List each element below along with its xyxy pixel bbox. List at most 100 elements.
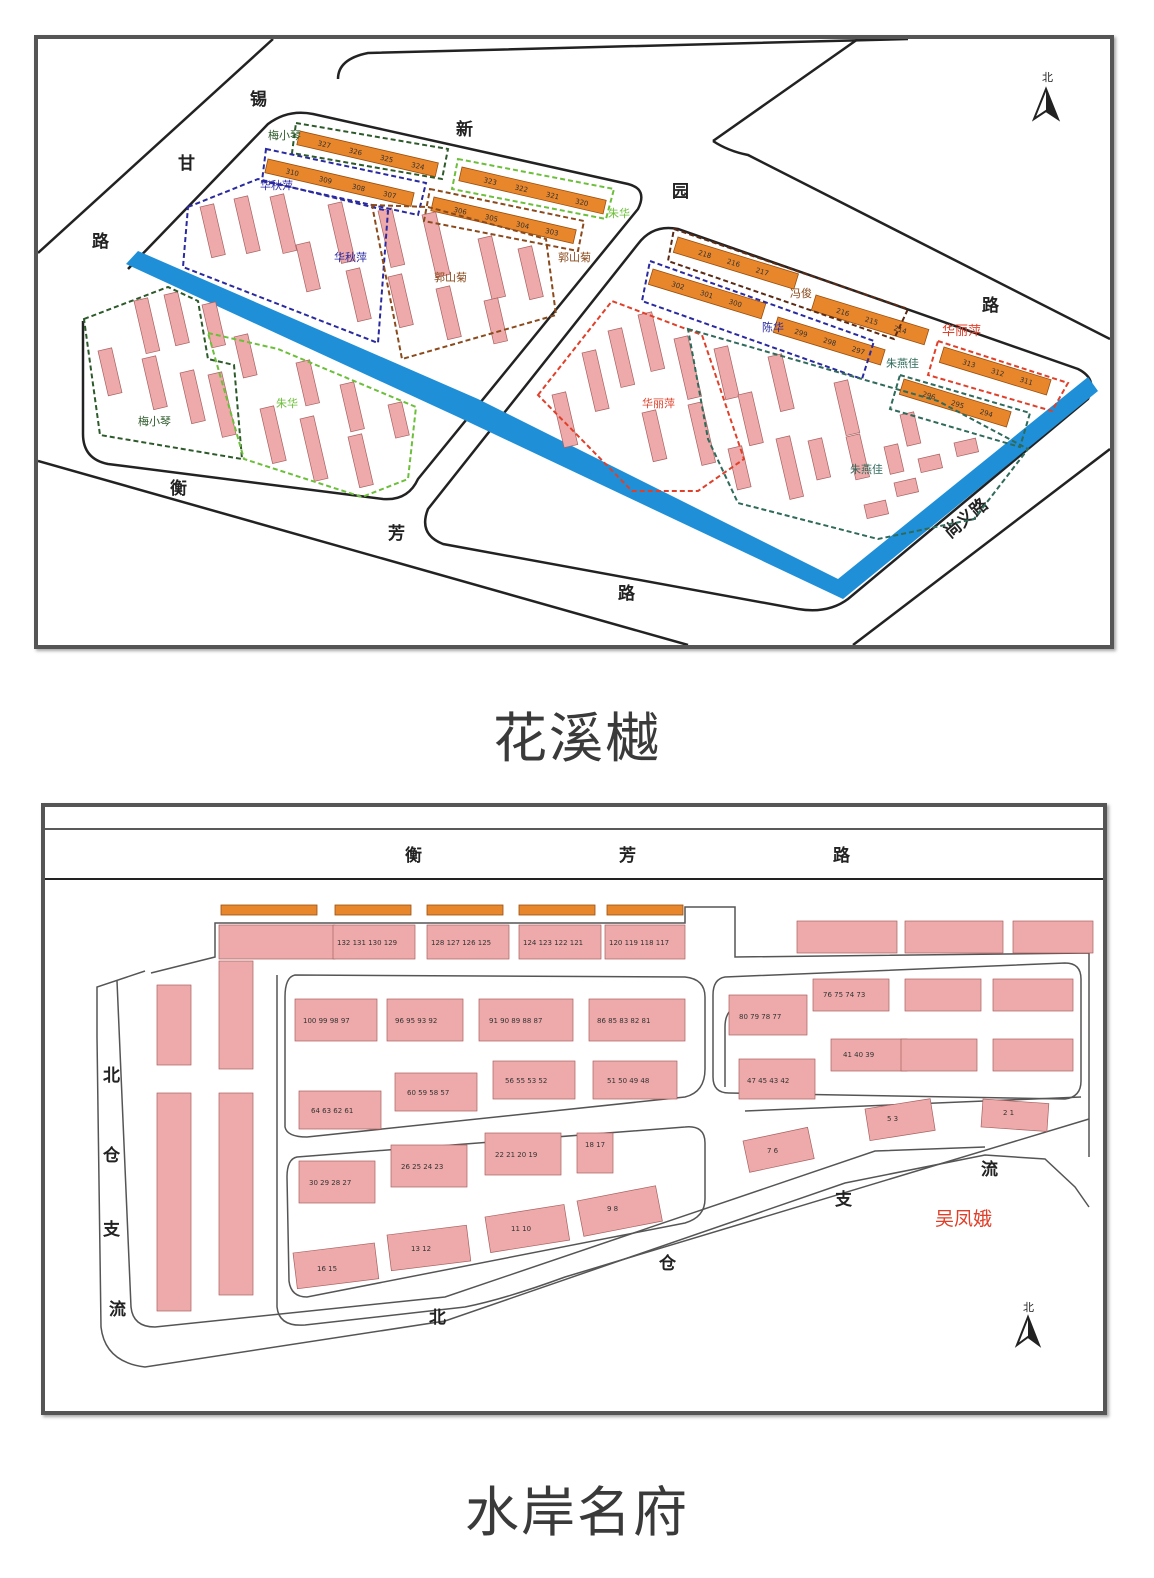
svg-text:120 119 118 117: 120 119 118 117: [609, 939, 669, 947]
road-label-gan-lu: 路: [92, 231, 110, 252]
road-label-xin: 新: [456, 119, 473, 140]
svg-text:215: 215: [864, 316, 879, 328]
svg-text:支: 支: [835, 1189, 853, 1210]
owner-zhu-yanjia-mid: 朱燕佳: [850, 462, 883, 476]
svg-text:仓: 仓: [102, 1145, 121, 1166]
svg-text:86 85 83 82 81: 86 85 83 82 81: [597, 1017, 650, 1025]
orange-shops: [220, 904, 684, 916]
svg-text:312: 312: [990, 367, 1005, 379]
svg-text:芳: 芳: [619, 845, 636, 866]
owner-chen-hua: 陈华: [762, 320, 784, 334]
svg-text:294: 294: [979, 408, 995, 420]
road-beicang-labels: 北 仓 支 流 北 仓 支 流: [102, 1066, 998, 1328]
svg-text:304: 304: [515, 220, 530, 231]
svg-text:30 29 28 27: 30 29 28 27: [309, 1179, 351, 1187]
owner-names: 梅小琴 华秋萍 华秋萍 朱华 郭山菊 郭山菊 梅小琴 朱华 冯俊 华丽萍 华丽萍…: [138, 128, 981, 476]
svg-text:303: 303: [544, 227, 559, 238]
owner-hua-liping-right: 华丽萍: [942, 324, 981, 339]
north-arrow-icon: 北: [1014, 1301, 1042, 1348]
svg-text:320: 320: [574, 197, 589, 208]
svg-text:96 95 93 92: 96 95 93 92: [395, 1017, 437, 1025]
map-huaxiyue: 锡 新 甘 路 园 路 衡 芳 路 尚义路 北 327 326 325 324: [34, 35, 1114, 649]
orange-rows: 327 326 325 324 310 309 308 307 323 322 …: [264, 130, 1052, 428]
svg-text:60 59 58 57: 60 59 58 57: [407, 1089, 449, 1097]
road-label-heng: 衡: [170, 478, 187, 499]
building-row-327: 327 326 325 324: [296, 130, 439, 178]
svg-text:76 75 74 73: 76 75 74 73: [823, 991, 865, 999]
svg-text:307: 307: [382, 190, 397, 201]
road-hengfang: 衡 芳 路: [45, 828, 1103, 880]
svg-text:306: 306: [453, 206, 468, 217]
svg-text:91 90 89 88 87: 91 90 89 88 87: [489, 1017, 542, 1025]
owner-wu-fenge: 吴凤娥: [935, 1208, 992, 1230]
svg-text:7 6: 7 6: [767, 1147, 779, 1155]
building-row-310: 310 309 308 307: [264, 158, 415, 207]
owner-feng-jun: 冯俊: [790, 286, 812, 300]
owner-mei-bottom: 梅小琴: [138, 414, 171, 428]
svg-text:299: 299: [793, 328, 808, 340]
road-label-yuan: 园: [672, 182, 689, 202]
building-row-302: 302 301 300: [647, 268, 767, 320]
caption-shuianmingfu: 水岸名府: [465, 1481, 689, 1544]
owner-guo-shanju-right: 郭山菊: [558, 251, 591, 264]
svg-text:5 3: 5 3: [887, 1115, 898, 1123]
road-label-yuan-lu: 路: [982, 295, 1000, 316]
road-label-fang: 芳: [388, 523, 405, 544]
svg-text:325: 325: [379, 154, 394, 165]
svg-text:北: 北: [1023, 1301, 1034, 1314]
svg-text:流: 流: [981, 1159, 998, 1180]
svg-text:308: 308: [351, 183, 366, 194]
map-huaxiyue-canvas: 锡 新 甘 路 园 路 衡 芳 路 尚义路 北 327 326 325 324: [38, 39, 1110, 645]
site-outlines: [96, 906, 1090, 1368]
svg-text:北: 北: [1042, 71, 1053, 84]
svg-text:80 79 78 77: 80 79 78 77: [739, 1013, 781, 1021]
svg-text:323: 323: [483, 176, 498, 187]
svg-text:313: 313: [961, 358, 976, 370]
svg-text:路: 路: [833, 845, 851, 866]
svg-text:218: 218: [697, 249, 712, 261]
road-label-xi: 锡: [250, 89, 267, 110]
owner-zhu-hua-top: 朱华: [608, 206, 630, 220]
svg-text:216: 216: [835, 307, 851, 319]
owner-mei-top: 梅小琴: [268, 128, 301, 142]
svg-text:11 10: 11 10: [511, 1225, 531, 1233]
svg-text:302: 302: [670, 280, 685, 292]
owner-hua-liping-mid: 华丽萍: [642, 396, 675, 410]
svg-text:327: 327: [317, 139, 332, 150]
svg-text:124 123 122 121: 124 123 122 121: [523, 939, 583, 947]
svg-text:仓: 仓: [658, 1253, 677, 1274]
svg-text:26 25 24 23: 26 25 24 23: [401, 1163, 443, 1171]
svg-text:2 1: 2 1: [1003, 1109, 1014, 1117]
svg-text:9 8: 9 8: [607, 1205, 618, 1213]
svg-text:北: 北: [429, 1308, 446, 1328]
building-row-296: 296 295 294: [898, 378, 1012, 428]
svg-text:64 63 62 61: 64 63 62 61: [311, 1107, 353, 1115]
pink-blocks: [156, 920, 1094, 1312]
svg-text:16 15: 16 15: [317, 1265, 337, 1273]
north-arrow-icon: 北: [1031, 71, 1061, 122]
svg-text:北: 北: [103, 1066, 120, 1086]
svg-text:324: 324: [410, 161, 425, 172]
building-row-216b: 216 215 214: [810, 294, 930, 346]
svg-text:22 21 20 19: 22 21 20 19: [495, 1151, 537, 1159]
owner-guo-shanju-mid: 郭山菊: [434, 271, 467, 284]
svg-text:322: 322: [514, 183, 529, 194]
building-row-323: 323 322 321 320: [458, 166, 607, 215]
svg-text:309: 309: [318, 175, 333, 186]
svg-text:100 99 98 97: 100 99 98 97: [303, 1017, 350, 1025]
building-row-299: 299 298 297: [772, 316, 886, 366]
caption-huaxiyue: 花溪樾: [493, 707, 661, 770]
svg-text:301: 301: [699, 289, 714, 301]
svg-text:321: 321: [545, 191, 560, 202]
svg-text:支: 支: [103, 1219, 121, 1240]
svg-text:297: 297: [851, 345, 866, 357]
owner-boundaries: [82, 121, 1070, 541]
svg-text:214: 214: [893, 324, 909, 336]
building-row-306: 306 305 304 303: [430, 196, 577, 244]
svg-text:300: 300: [728, 298, 743, 310]
svg-text:311: 311: [1019, 376, 1034, 388]
owner-hua-qiuping-top: 华秋萍: [260, 178, 293, 192]
owner-zhu-yanjia-top: 朱燕佳: [886, 356, 919, 370]
svg-text:305: 305: [484, 213, 499, 224]
svg-text:衡: 衡: [405, 845, 422, 866]
